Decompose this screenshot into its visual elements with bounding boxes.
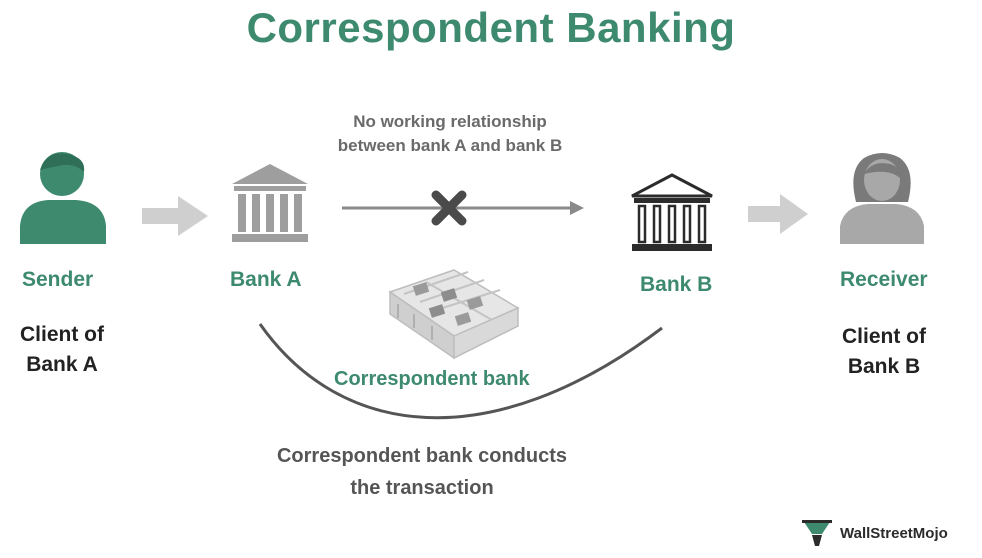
brand-name: WallStreetMojo [840, 524, 948, 542]
sender-description-line1: Client of [20, 323, 104, 346]
person-icon [18, 148, 110, 244]
no-relationship-note: No working relationship between bank A a… [300, 110, 600, 158]
sender-description-line2: Bank A [26, 353, 98, 376]
bank-icon [628, 172, 716, 254]
office-building-icon [384, 268, 524, 360]
arrow-right-icon [142, 196, 210, 236]
receiver-description: Client of Bank B [822, 322, 946, 382]
conducts-note: Correspondent bank conducts the transact… [222, 440, 622, 504]
bank-a-label: Bank A [230, 268, 302, 291]
correspondent-bank-label: Correspondent bank [334, 368, 530, 390]
no-relationship-line1: No working relationship [353, 112, 547, 131]
conducts-line2: the transaction [350, 477, 494, 499]
blocked-connection [340, 190, 586, 226]
woman-icon [838, 150, 926, 244]
receiver-description-line1: Client of [842, 325, 926, 348]
bank-icon [228, 162, 312, 244]
page-title: Correspondent Banking [246, 4, 736, 51]
receiver-description-line2: Bank B [847, 355, 921, 378]
receiver-label: Receiver [840, 268, 928, 291]
sender-label: Sender [22, 268, 94, 291]
arrow-right-icon [748, 194, 810, 234]
brand-logo: WallStreetMojo [800, 516, 948, 550]
correspondent-curve [250, 318, 670, 434]
sender-description: Client of Bank A [0, 320, 124, 380]
wallstreetmojo-logo-icon [800, 516, 834, 550]
bank-b-label: Bank B [640, 273, 713, 296]
no-relationship-line2: between bank A and bank B [337, 136, 563, 155]
conducts-line1: Correspondent bank conducts [276, 445, 568, 467]
x-mark-icon [430, 190, 468, 226]
